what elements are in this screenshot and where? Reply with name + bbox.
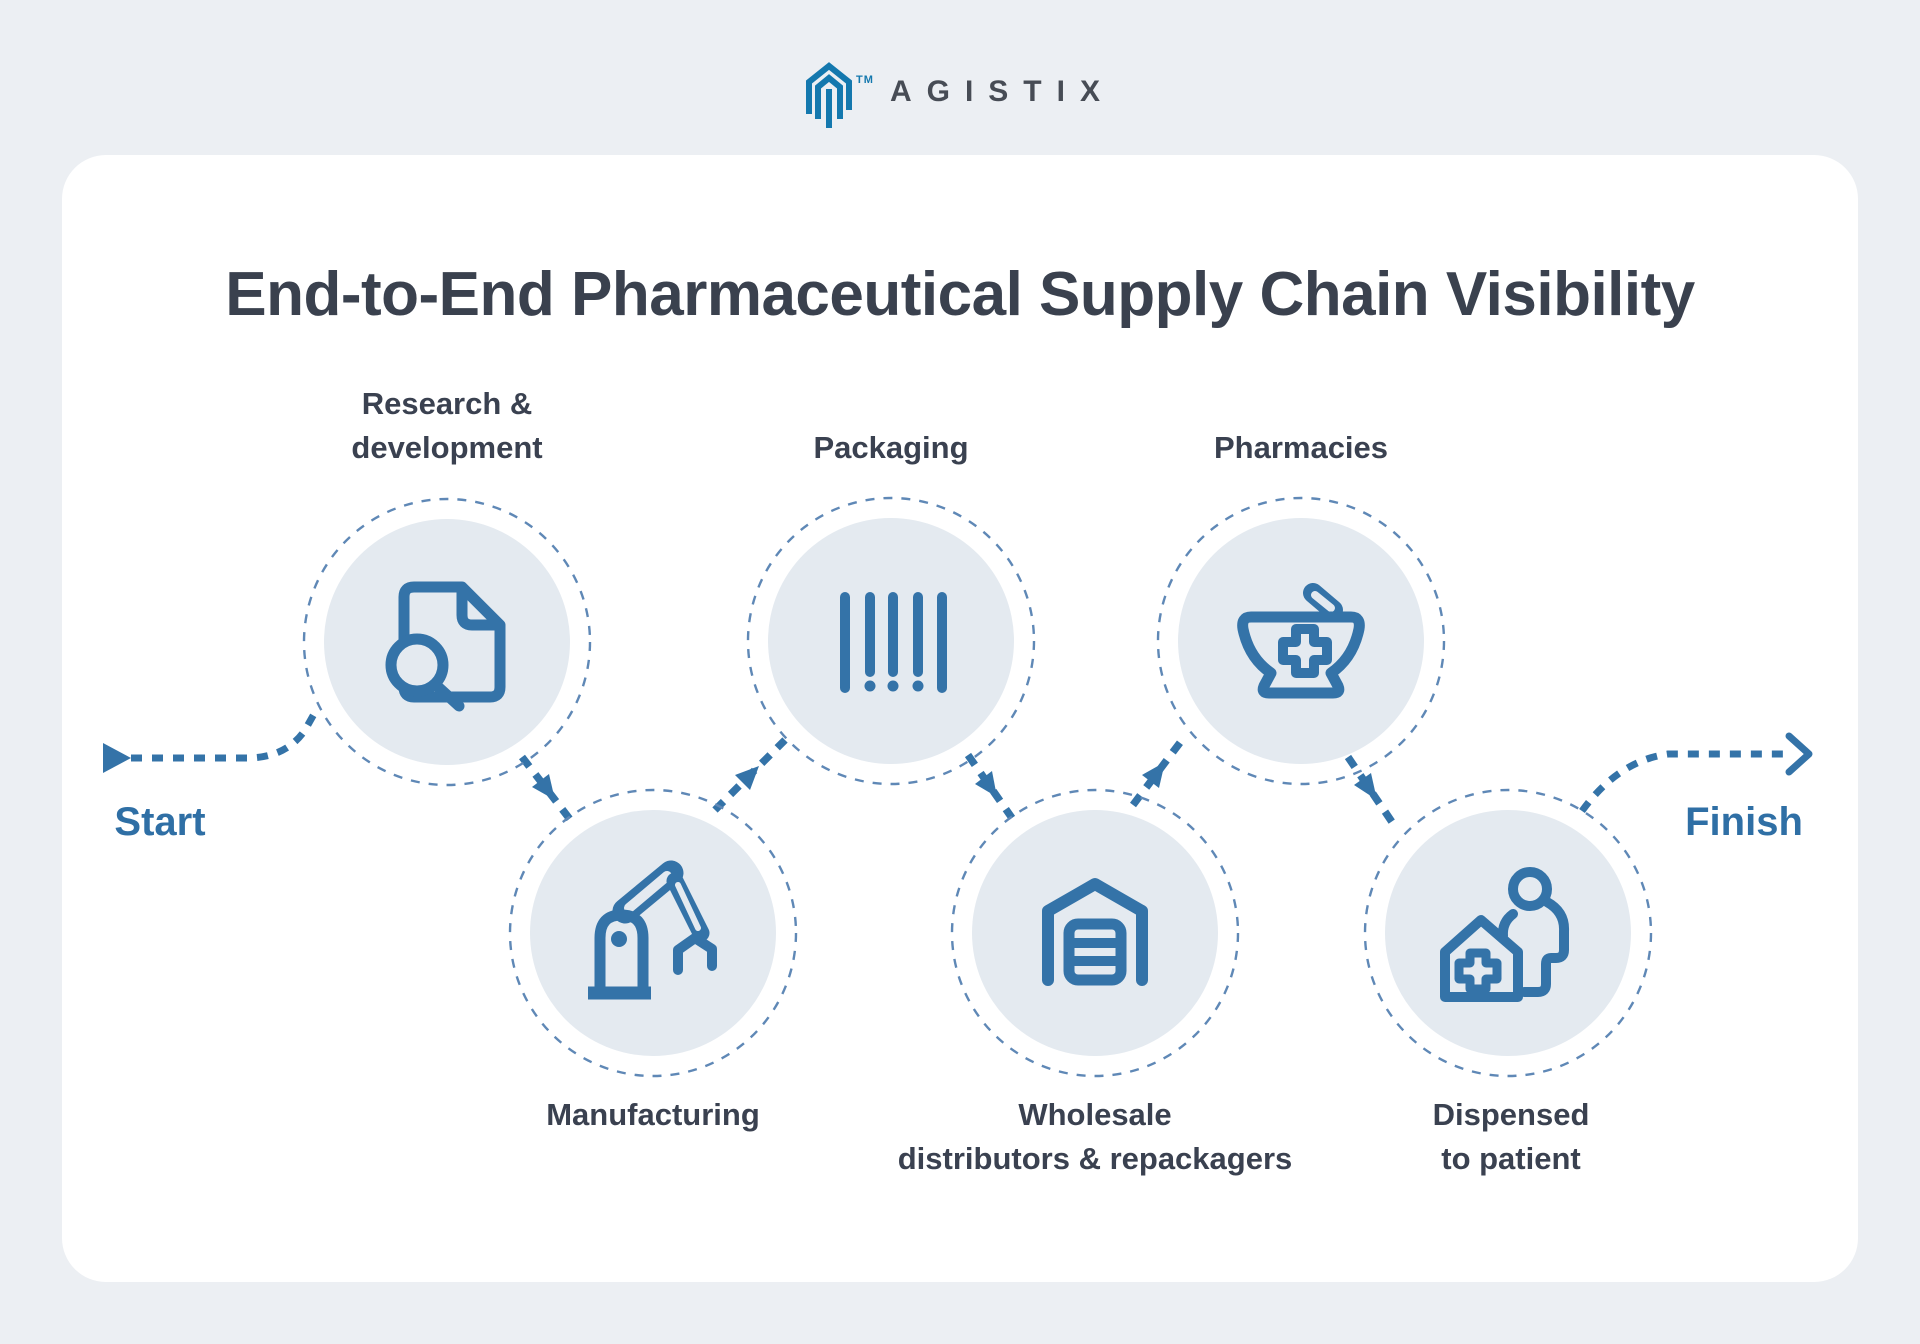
label-pharmacies: Pharmacies [1213,430,1389,465]
robot-arm-icon [588,860,717,1000]
label-research-development: Research & development [351,386,543,465]
page-title: End-to-End Pharmaceutical Supply Chain V… [225,259,1695,329]
label-wholesale: Wholesale distributors & repackagers [897,1097,1293,1176]
start-path [131,705,322,762]
node-research-development [302,497,592,787]
node-manufacturing [508,788,798,1078]
house-patient-icon [1440,867,1570,1002]
start-label: Start [114,800,206,844]
infographic-card: End-to-End Pharmaceutical Supply Chain V… [62,155,1858,1282]
node-dispensed [1363,788,1653,1078]
barcode-icon [840,592,947,693]
label-packaging: Packaging [813,430,969,465]
node-pharmacies [1156,496,1446,786]
node-packaging [746,496,1036,786]
brand-name: AGISTIX [889,75,1115,108]
mortar-pestle-icon [1237,583,1365,699]
document-search-icon [385,581,506,712]
finish-arrow-icon [1785,732,1813,776]
finish-label: Finish [1685,800,1803,844]
start-arrow-icon [103,743,131,773]
warehouse-icon [1042,878,1148,986]
label-dispensed: Dispensed to patient [1432,1097,1590,1176]
label-manufacturing: Manufacturing [546,1097,760,1132]
node-wholesale [950,788,1240,1078]
trademark-symbol: TM [856,74,874,86]
brand-logo: TM AGISTIX [0,60,1920,128]
agistix-house-mark-icon [806,62,853,128]
